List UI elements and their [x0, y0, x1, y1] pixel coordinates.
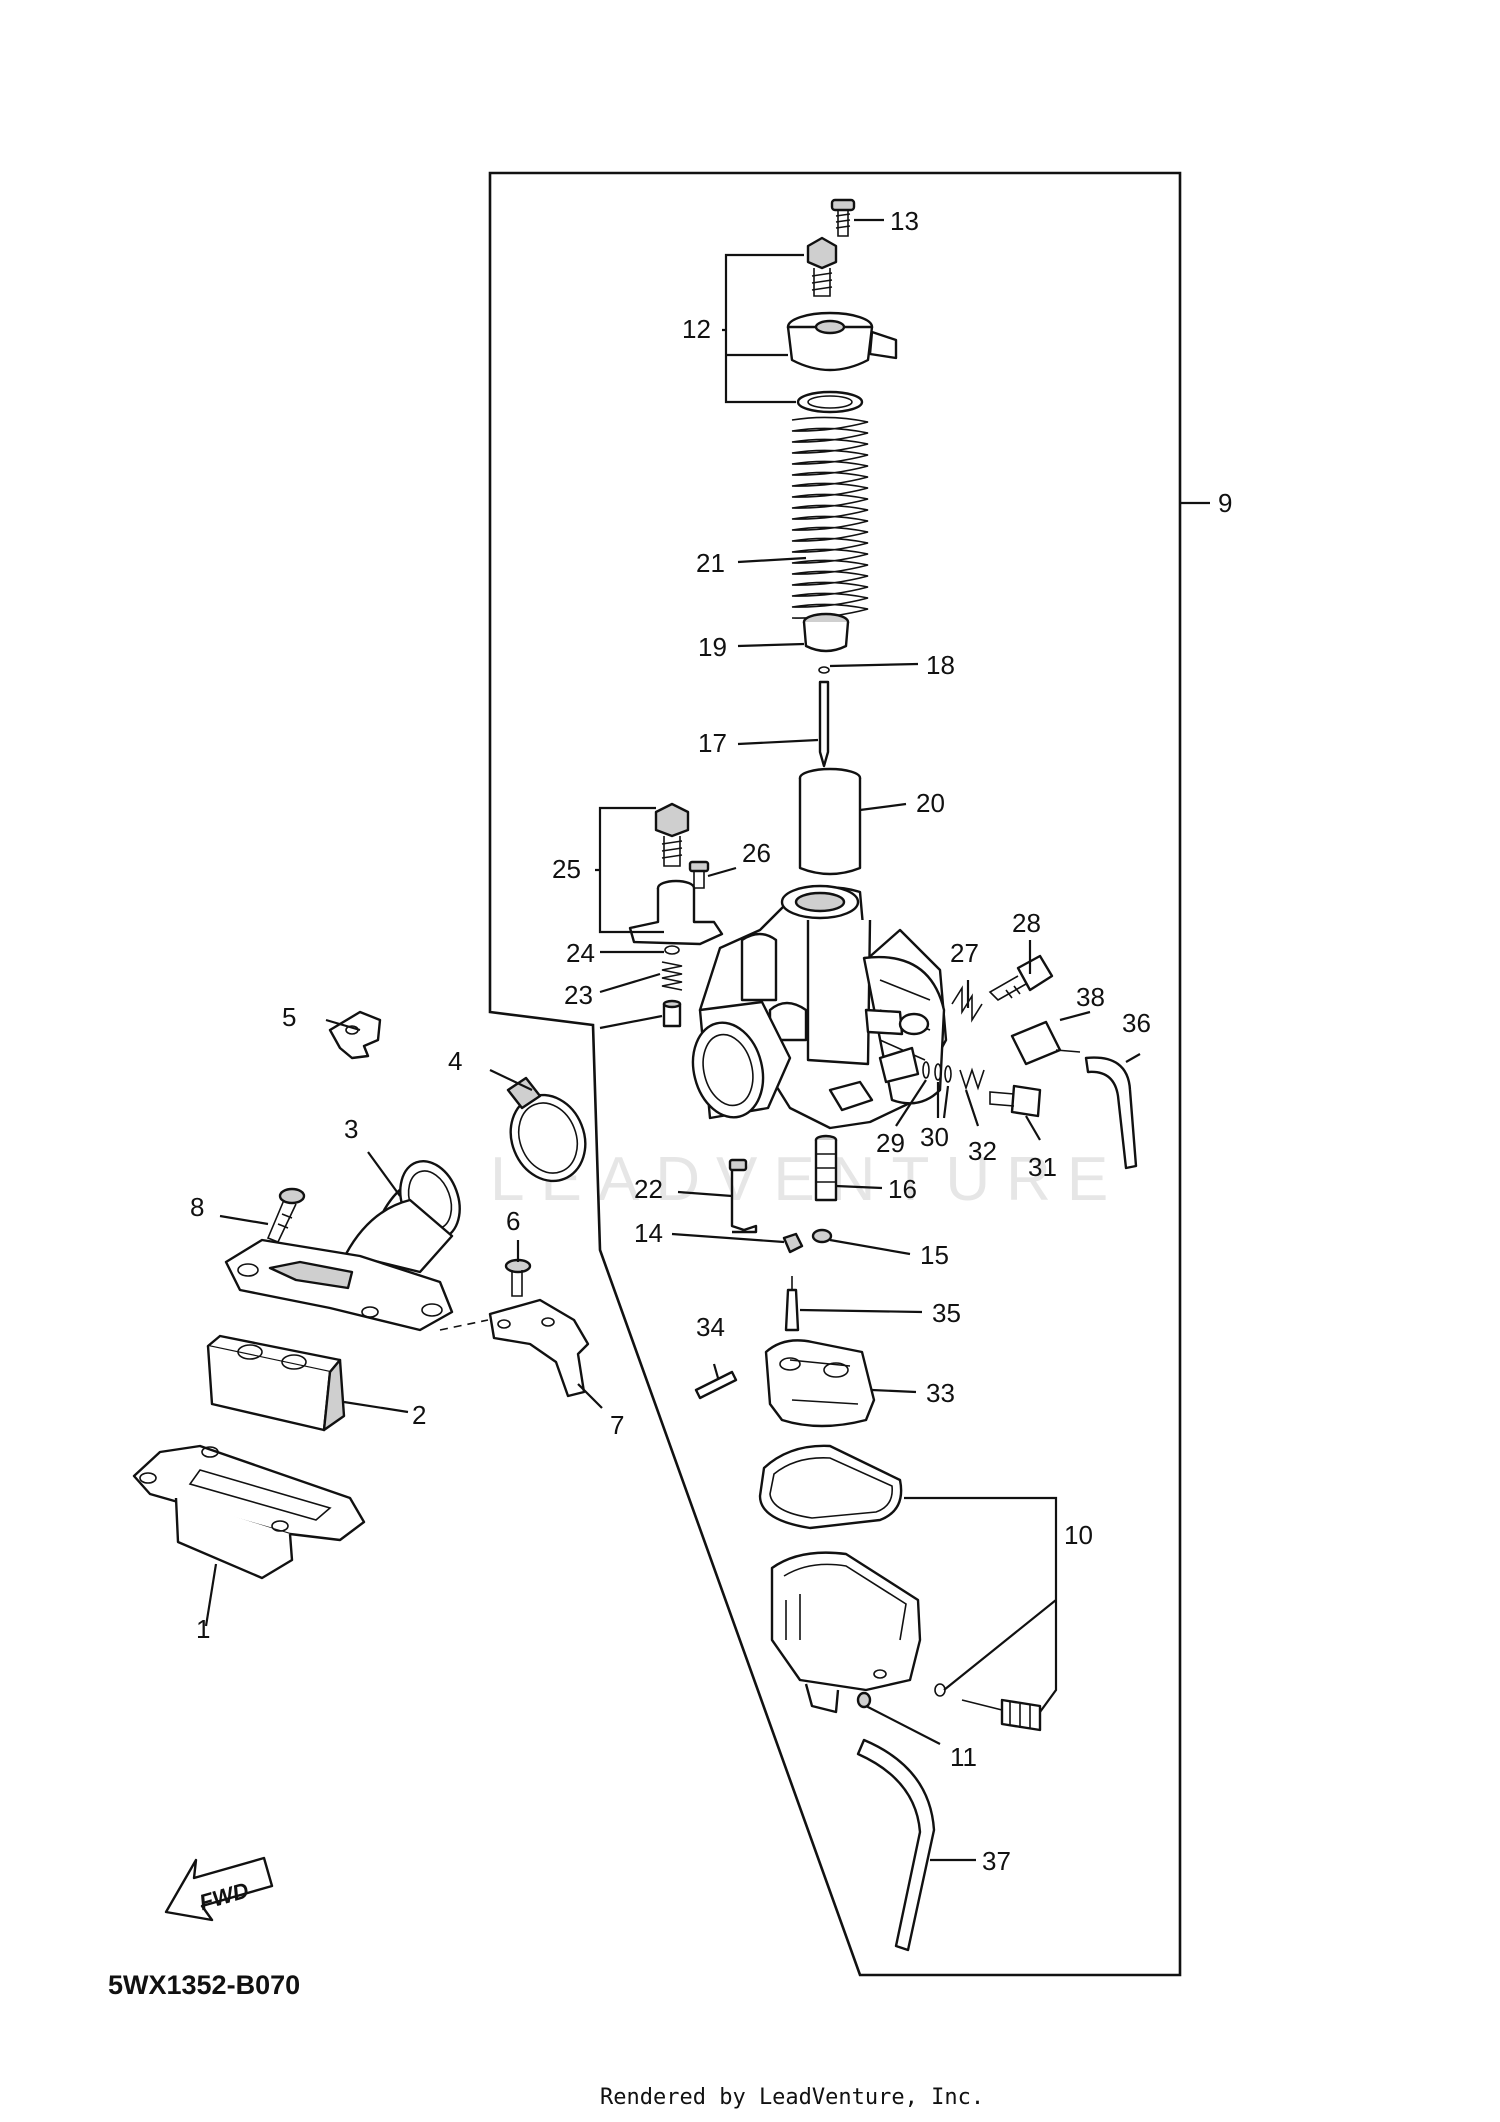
part-20-slide — [798, 767, 862, 876]
callout-12: 12 — [682, 314, 711, 344]
callout-21: 21 — [696, 548, 725, 578]
callout-20: 20 — [916, 788, 945, 818]
callout-32: 32 — [968, 1136, 997, 1166]
callout-8: 8 — [190, 1192, 204, 1222]
callout-34: 34 — [696, 1312, 725, 1342]
callout-29: 29 — [876, 1128, 905, 1158]
assembly-frame — [488, 171, 1182, 1977]
part-14-jet — [782, 1232, 804, 1254]
part-30-washer-a — [934, 1063, 942, 1081]
part-32-spring — [959, 1067, 985, 1091]
callout-7: 7 — [610, 1410, 624, 1440]
callout-24: 24 — [566, 938, 595, 968]
callout-25: 25 — [552, 854, 581, 884]
callout-labels: 1 2 3 4 5 6 7 8 9 10 11 12 13 14 15 16 1… — [190, 206, 1232, 1876]
part-6-screw — [504, 1258, 532, 1297]
part-23-plunger — [662, 999, 682, 1028]
part-17-needle — [818, 680, 830, 768]
part-1-reed-valve — [132, 1444, 366, 1580]
part-12-bolt — [806, 236, 838, 297]
part-22-screw — [728, 1158, 758, 1234]
part-18-clip — [818, 666, 830, 674]
callout-6: 6 — [506, 1206, 520, 1236]
part-28-screw — [988, 954, 1054, 1001]
part-33-float — [764, 1339, 876, 1428]
callout-38: 38 — [1076, 982, 1105, 1012]
callout-1: 1 — [196, 1614, 210, 1644]
part-2-spacer — [206, 1334, 346, 1432]
part-3-manifold — [224, 1160, 461, 1332]
part-10-gasket — [758, 1444, 903, 1530]
callout-4: 4 — [448, 1046, 462, 1076]
part-21-spring — [791, 416, 869, 619]
callout-15: 15 — [920, 1240, 949, 1270]
part-25-housing — [628, 879, 724, 946]
callout-17: 17 — [698, 728, 727, 758]
part-24-spring — [661, 961, 683, 991]
part-15-jet — [811, 1228, 833, 1244]
callout-36: 36 — [1122, 1008, 1151, 1038]
part-10-washer — [934, 1683, 946, 1697]
callout-33: 33 — [926, 1378, 955, 1408]
callout-28: 28 — [1012, 908, 1041, 938]
part-19-retainer — [802, 612, 850, 653]
part-25-bolt — [654, 802, 690, 867]
callout-10: 10 — [1064, 1520, 1093, 1550]
callout-23: 23 — [564, 980, 593, 1010]
part-16-jet — [814, 1134, 838, 1202]
callout-35: 35 — [932, 1298, 961, 1328]
callout-30: 30 — [920, 1122, 949, 1152]
part-34-pin — [694, 1370, 738, 1400]
part-12-cap — [786, 311, 898, 372]
part-7-dash — [439, 1319, 489, 1331]
leader-lines — [204, 218, 1210, 1862]
callout-18: 18 — [926, 650, 955, 680]
watermark-text: LEADVENTURE — [490, 1145, 1124, 1214]
part-29-oring — [922, 1061, 930, 1079]
part-10-drain-screw — [961, 1698, 1042, 1732]
part-38-sleeve — [1010, 1020, 1081, 1066]
part-12-oring — [796, 390, 864, 414]
diagram-code: 5WX1352-B070 — [108, 1970, 300, 2000]
part-5-bracket — [328, 1010, 382, 1060]
callout-3: 3 — [344, 1114, 358, 1144]
fwd-arrow-icon: FWD — [164, 1856, 274, 1922]
part-24-washer — [664, 945, 680, 955]
callout-14: 14 — [634, 1218, 663, 1248]
callout-22: 22 — [634, 1174, 663, 1204]
callout-27: 27 — [950, 938, 979, 968]
part-13-screw — [830, 198, 856, 237]
callout-16: 16 — [888, 1174, 917, 1204]
callout-11: 11 — [950, 1742, 977, 1772]
part-8-bolt — [266, 1187, 306, 1244]
callout-2: 2 — [412, 1400, 426, 1430]
part-36-hose — [1084, 1056, 1138, 1170]
part-7-bracket — [488, 1298, 590, 1398]
callout-5: 5 — [282, 1002, 296, 1032]
part-31-screw — [989, 1084, 1042, 1118]
part-4-clamp — [506, 1076, 587, 1183]
part-30-washer-b — [944, 1065, 952, 1083]
render-credit: Rendered by LeadVenture, Inc. — [600, 2085, 984, 2110]
callout-9: 9 — [1218, 488, 1232, 518]
callout-31: 31 — [1028, 1152, 1057, 1182]
carburetor-body — [691, 884, 948, 1130]
part-11-screw — [856, 1691, 872, 1709]
callout-26: 26 — [742, 838, 771, 868]
part-26-screw — [688, 860, 710, 889]
part-37-hose — [856, 1738, 936, 1952]
callout-19: 19 — [698, 632, 727, 662]
callout-37: 37 — [982, 1846, 1011, 1876]
callout-13: 13 — [890, 206, 919, 236]
part-35-needle-valve — [784, 1276, 800, 1332]
part-10-float-bowl — [770, 1551, 922, 1714]
